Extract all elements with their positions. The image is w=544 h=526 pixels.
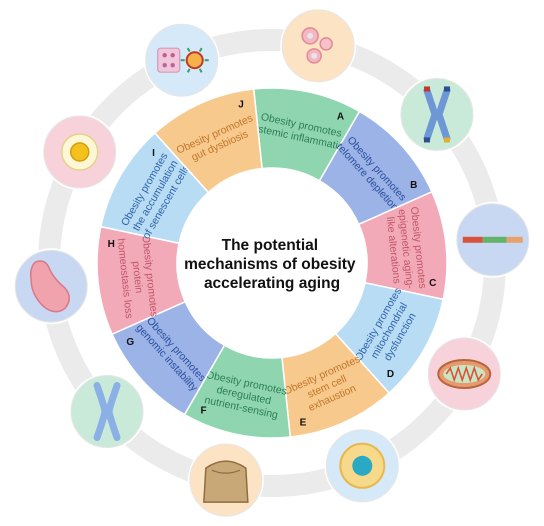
senescent-cell-icon (41, 114, 118, 190)
gut-bacteria-icon (143, 22, 220, 99)
telomere-chromosome-icon (398, 76, 475, 153)
center-disc (177, 168, 367, 358)
inflamed-cells-icon (280, 7, 357, 84)
nutrient-sack-icon (187, 442, 264, 519)
icon-bubble (281, 9, 355, 83)
segment-letter: I (152, 148, 155, 159)
center-title-line-3: accelerating aging (204, 275, 340, 292)
segment-letter: J (238, 99, 244, 110)
segment-letter: A (337, 112, 344, 123)
segment-letter: F (200, 405, 206, 416)
icons-ring (13, 7, 531, 519)
segment-letter: H (108, 239, 115, 250)
segment-letter: G (126, 337, 134, 348)
segment-letter: B (410, 180, 417, 191)
segment-wedge (153, 88, 263, 194)
segment-letter: D (387, 369, 394, 380)
segment-label-line: protein (130, 261, 145, 294)
mitochondrion-icon (426, 336, 503, 412)
segment-letter: C (429, 278, 436, 289)
center-title: The potential mechanisms of obesity acce… (184, 237, 360, 292)
center-title-line-2: mechanisms of obesity (184, 256, 356, 273)
stem-cell-icon (324, 427, 401, 504)
center-title-line-1: The potential (222, 237, 318, 254)
chromosome-icon (69, 373, 146, 450)
protein-blob-icon (13, 248, 90, 325)
segment-letter: E (300, 418, 307, 429)
dna-strand-icon (454, 201, 531, 278)
